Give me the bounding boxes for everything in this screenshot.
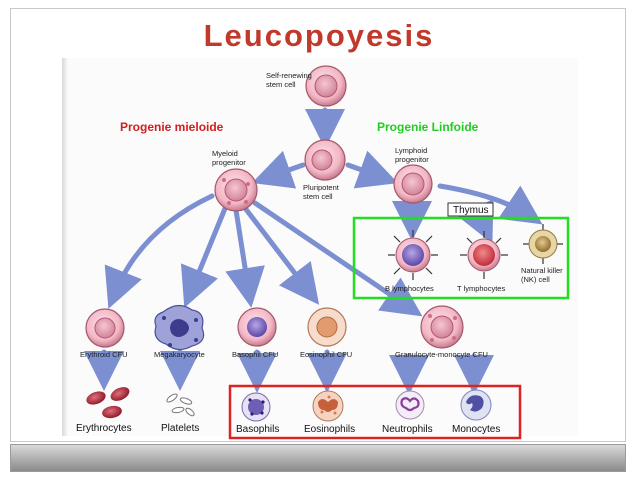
myeloid-progeny-header: Progenie mieloide — [120, 120, 224, 134]
basophil-cfu-label: Basophil CFU — [232, 350, 278, 359]
lymphoid-progenitor-label-2: progenitor — [395, 155, 429, 164]
diagram-image-edge — [62, 58, 68, 436]
myeloid-progenitor-label-2: progenitor — [212, 158, 246, 167]
b-lymphocyte-cell: B lymphocytes — [385, 230, 438, 293]
nk-cell: Natural killer (NK) cell — [521, 224, 563, 284]
granulocyte-monocyte-cfu-label: Granulocyte-monocyte CFU — [395, 350, 488, 359]
arrow-pluripotent-to-myeloid — [251, 150, 306, 189]
nk-cell-nucleus — [535, 236, 551, 252]
erythrocyte-2 — [110, 387, 130, 401]
monocytes-label: Monocytes — [452, 424, 500, 435]
arrow-myeloid-to-basophil — [225, 207, 265, 308]
lymphoid-cells-box — [352, 216, 570, 300]
arrow-lymphoid-to-nk — [437, 183, 543, 225]
arrow-myeloid-to-megakaryocyte — [180, 203, 229, 308]
lymphoid-progenitor-nucleus — [401, 172, 425, 196]
eosinophil-cfu-nucleus — [316, 316, 338, 338]
thymus-box — [447, 202, 494, 217]
granulocyte-monocyte-cfu-nucleus — [430, 315, 454, 339]
erythrocytes-label: Erythrocytes — [76, 423, 132, 434]
stem-cell-label-1: Self-renewing — [266, 71, 312, 80]
erythroid-cfu: Erythroid CFU — [80, 308, 128, 359]
slide-title: Leucopoyesis — [203, 18, 435, 53]
mature-cells-box — [228, 384, 522, 440]
arrow-myeloid-to-erythroid — [104, 193, 215, 309]
myeloid-progenitor-nucleus — [224, 178, 248, 202]
stem-cell-nucleus — [314, 74, 338, 98]
erythroid-cfu-nucleus — [94, 317, 116, 339]
arrows — [84, 107, 543, 395]
lymphoid-progenitor: Lymphoid progenitor — [393, 146, 433, 204]
b-lymphocytes-label: B lymphocytes — [385, 284, 434, 293]
arrow-pluripotent-to-lymphoid — [345, 150, 399, 189]
basophils: Basophils — [236, 392, 279, 435]
megakaryocyte: Megakaryocyte — [154, 304, 205, 359]
nk-cell-label-2: (NK) cell — [521, 275, 550, 284]
eosinophil-cfu: Eosinophil CFU — [300, 307, 352, 359]
basophil-cfu: Basophil CFU — [232, 307, 278, 359]
platelets-label: Platelets — [161, 423, 199, 434]
eosinophils-label: Eosinophils — [304, 424, 355, 435]
myeloid-progenitor-label-1: Myeloid — [212, 149, 238, 158]
myeloid-progenitor: Myeloid progenitor — [212, 149, 258, 212]
pluripotent-label-1: Pluripotent — [303, 183, 340, 192]
arrow-myeloid-to-granulocyte — [252, 200, 423, 317]
pluripotent-stem-cell: Pluripotent stem cell — [303, 139, 346, 201]
basophil-cfu-nucleus — [247, 317, 267, 337]
lymphoid-progenitor-label-1: Lymphoid — [395, 146, 427, 155]
stem-cell-label-2: stem cell — [266, 80, 296, 89]
erythroid-cfu-label: Erythroid CFU — [80, 350, 128, 359]
stem-cell: Self-renewing stem cell — [266, 65, 347, 107]
erythrocyte-3 — [102, 405, 122, 419]
granulocyte-monocyte-cfu: Granulocyte-monocyte CFU — [395, 305, 488, 359]
neutrophils-label: Neutrophils — [382, 424, 433, 435]
pluripotent-nucleus — [311, 149, 333, 171]
platelets: Platelets — [161, 393, 199, 434]
pluripotent-label-2: stem cell — [303, 192, 333, 201]
arrow-myeloid-to-eosinophil — [242, 205, 320, 305]
eosinophil-cfu-label: Eosinophil CFU — [300, 350, 352, 359]
t-lymphocyte-cell: T lymphocytes — [457, 231, 508, 293]
t-lymphocytes-label: T lymphocytes — [457, 284, 505, 293]
slide-footer-bar — [10, 444, 626, 472]
erythrocyte-1 — [86, 391, 106, 405]
erythrocytes: Erythrocytes — [76, 387, 132, 434]
thymus-label: Thymus — [453, 205, 489, 216]
eosinophils: Eosinophils — [304, 390, 355, 435]
neutrophils: Neutrophils — [382, 390, 433, 435]
megakaryocyte-label: Megakaryocyte — [154, 350, 205, 359]
b-lymphocyte-nucleus — [402, 244, 424, 266]
nk-cell-label-1: Natural killer — [521, 266, 563, 275]
megakaryocyte-nucleus — [170, 319, 189, 337]
basophils-label: Basophils — [236, 424, 279, 435]
lymphoid-progeny-header: Progenie Linfoide — [377, 120, 479, 134]
monocytes: Monocytes — [452, 389, 500, 435]
t-lymphocyte-nucleus — [473, 244, 495, 266]
